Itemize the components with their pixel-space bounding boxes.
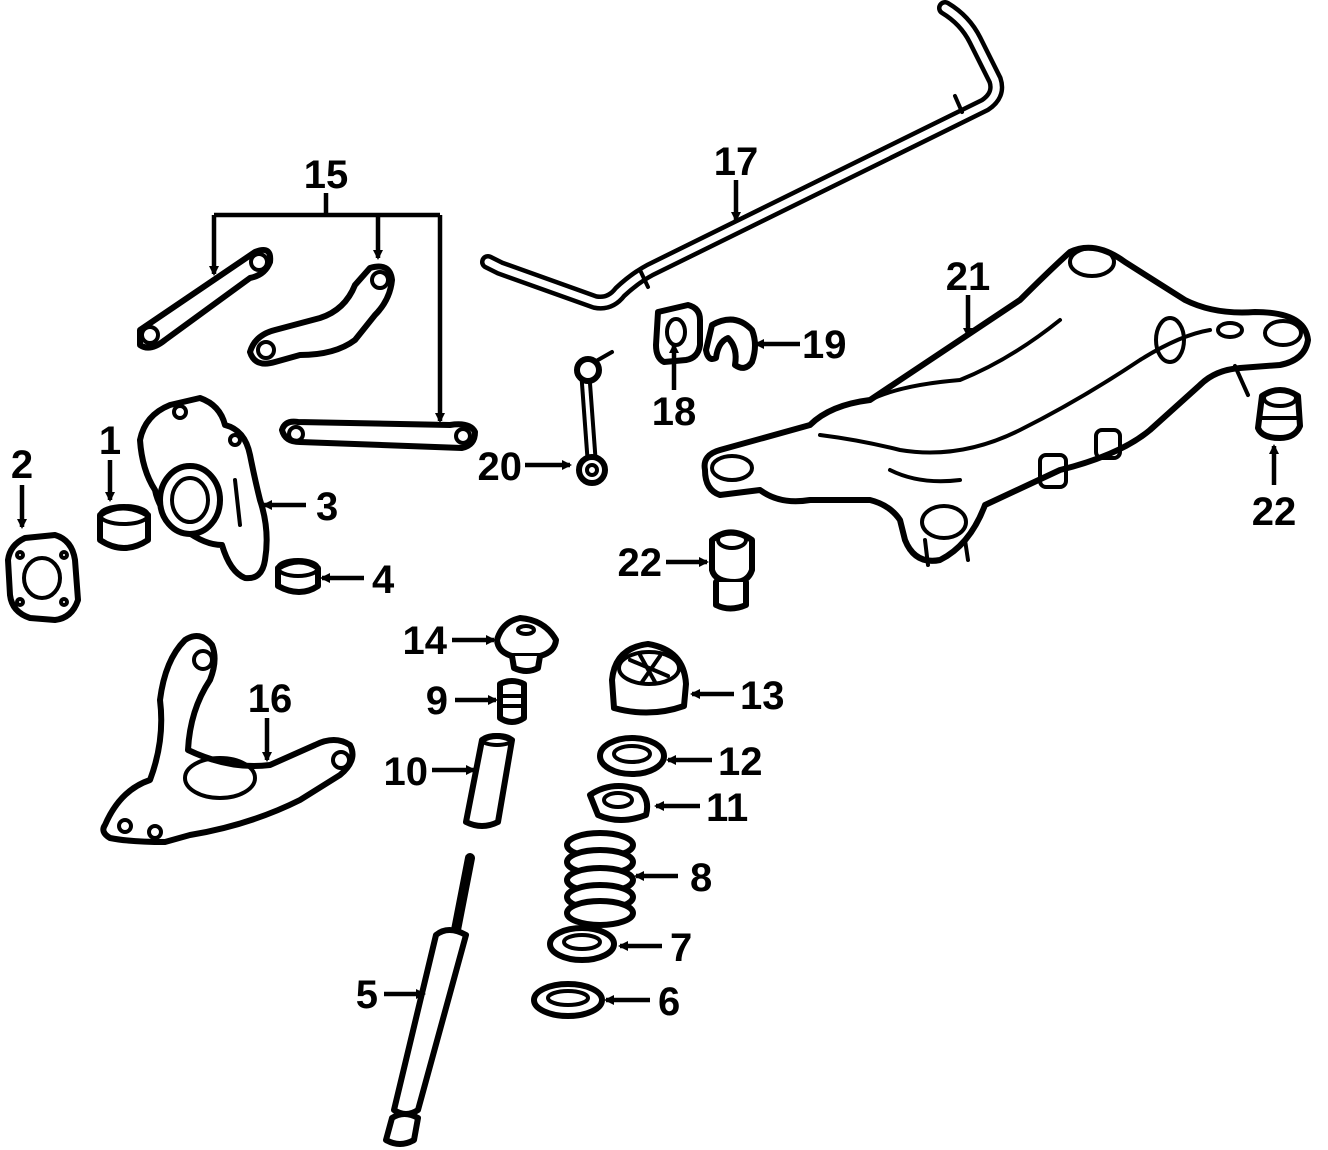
callout-9: 9 bbox=[426, 679, 448, 723]
callout-21: 21 bbox=[946, 255, 991, 299]
rear-subframe bbox=[701, 244, 1311, 567]
stabilizer-link bbox=[574, 350, 614, 486]
leader-lines bbox=[17, 180, 1279, 1005]
callout-19: 19 bbox=[802, 323, 847, 367]
callout-13: 13 bbox=[740, 674, 785, 718]
callout-14: 14 bbox=[403, 619, 448, 663]
callout-5: 5 bbox=[356, 973, 378, 1017]
callout-2: 2 bbox=[11, 443, 33, 487]
stabilizer-bracket bbox=[703, 316, 758, 371]
coil-spring bbox=[564, 830, 636, 928]
stabilizer-bushing bbox=[653, 302, 703, 365]
subframe-mount-right bbox=[1255, 387, 1303, 441]
callout-12: 12 bbox=[718, 740, 763, 784]
callout-22-right: 22 bbox=[1252, 490, 1297, 534]
callout-6: 6 bbox=[658, 980, 680, 1024]
callout-4: 4 bbox=[372, 558, 395, 602]
spring-lower-seat bbox=[531, 981, 605, 1019]
callout-16: 16 bbox=[248, 677, 293, 721]
callout-17: 17 bbox=[714, 140, 759, 184]
callout-18: 18 bbox=[652, 390, 697, 434]
shock-absorber bbox=[383, 853, 475, 1147]
control-arm-c bbox=[279, 418, 478, 451]
callout-20: 20 bbox=[478, 445, 523, 489]
callout-11: 11 bbox=[706, 786, 748, 830]
callout-10: 10 bbox=[384, 750, 429, 794]
callout-7: 7 bbox=[670, 926, 692, 970]
stabilizer-bar bbox=[480, 0, 1005, 311]
callout-15: 15 bbox=[304, 153, 349, 197]
spring-insulator-lower bbox=[547, 925, 617, 963]
callout-labels: 15 17 21 19 18 20 22 22 1 2 3 4 16 14 9 … bbox=[11, 140, 1296, 1024]
wheel-bearing bbox=[97, 504, 151, 551]
spring-upper-seat bbox=[609, 641, 689, 716]
bump-stop bbox=[497, 678, 527, 725]
spring-seat bbox=[587, 783, 651, 823]
dust-boot bbox=[463, 733, 515, 829]
control-arm-a bbox=[137, 247, 274, 351]
wheel-hub bbox=[5, 532, 81, 623]
callout-1: 1 bbox=[99, 419, 121, 463]
callout-3: 3 bbox=[316, 485, 338, 529]
lower-control-arm bbox=[100, 633, 356, 845]
rear-knuckle bbox=[137, 395, 270, 582]
knuckle-bushing bbox=[275, 558, 321, 595]
shock-upper-mount bbox=[494, 615, 559, 674]
callout-8: 8 bbox=[690, 856, 712, 900]
control-arm-b bbox=[247, 263, 395, 367]
subframe-mount-center bbox=[709, 529, 755, 612]
spring-insulator-upper bbox=[597, 735, 667, 777]
callout-22-center: 22 bbox=[618, 541, 663, 585]
